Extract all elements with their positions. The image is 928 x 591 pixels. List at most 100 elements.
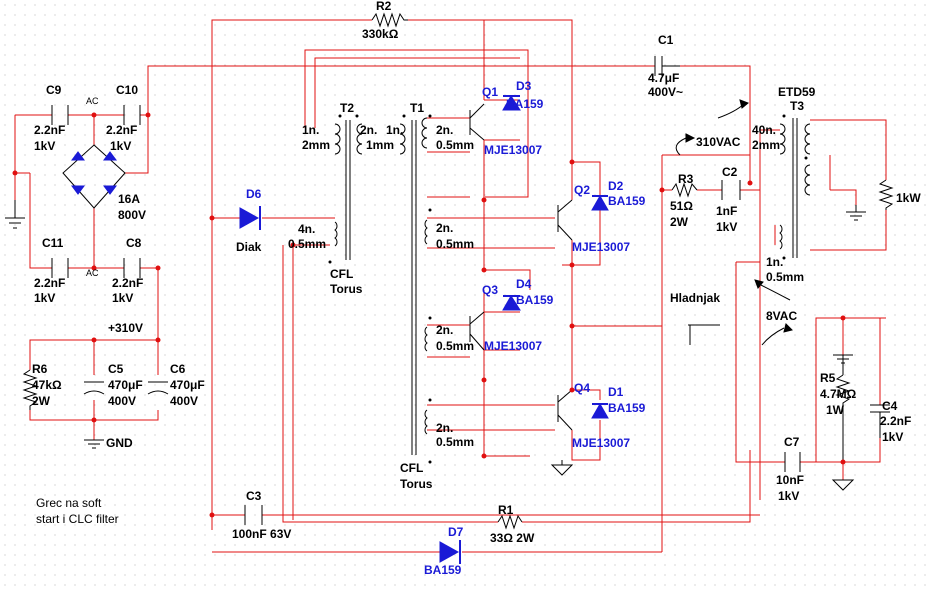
q2-label: Q2 <box>574 183 590 197</box>
q4-transistor <box>557 389 573 431</box>
t3-secondary-turns: 1n. <box>766 255 783 269</box>
q1-winding-turns: 2n. <box>436 123 453 137</box>
t1-label: T1 <box>410 101 424 115</box>
c3-label: C3 <box>246 489 262 503</box>
d3-diode <box>502 95 521 111</box>
v8ac-label: 8VAC <box>766 309 797 323</box>
q4-label: Q4 <box>574 381 590 395</box>
d2-label: D2 <box>608 179 624 193</box>
d6-label: D6 <box>246 187 262 201</box>
c5-value-1: 470μF <box>108 378 143 392</box>
q4-winding-turns: 2n. <box>436 421 453 435</box>
d4-label: D4 <box>516 277 532 291</box>
winding-dots <box>328 114 808 464</box>
q2-winding-wire: 0.5mm <box>436 237 474 251</box>
c1-label: C1 <box>658 33 674 47</box>
c8-label: C8 <box>126 236 142 250</box>
d7-diode <box>439 541 460 563</box>
c1-value-1: 4.7μF <box>648 71 679 85</box>
r2-label: R2 <box>376 0 392 13</box>
t3-secondary-wire: 0.5mm <box>766 270 804 284</box>
t1-primary-turns: 1n. <box>386 123 403 137</box>
t2-feedback-turns: 4n. <box>298 222 315 236</box>
ac-label-bottom: AC <box>86 268 99 278</box>
r6-resistor <box>22 369 38 410</box>
r6-value-2: 2W <box>32 394 51 408</box>
ac-label-top: AC <box>86 96 99 106</box>
r5-label: R5 <box>820 371 836 385</box>
c9-label: C9 <box>46 83 62 97</box>
q2-winding-turns: 2n. <box>436 221 453 235</box>
q1-winding-wire: 0.5mm <box>436 138 474 152</box>
q3-winding-wire: 0.5mm <box>436 339 474 353</box>
heatsink-label: Hladnjak <box>670 291 720 305</box>
c11-label: C11 <box>42 236 64 250</box>
t3-primary-turns: 40n. <box>752 123 776 137</box>
q2-part: MJE13007 <box>572 240 630 254</box>
components <box>5 12 894 564</box>
q3-label: Q3 <box>482 283 498 297</box>
c5-value-2: 400V <box>108 394 136 408</box>
d7-label: D7 <box>448 525 464 539</box>
c7-value-1: 10nF <box>776 473 804 487</box>
q4-part: MJE13007 <box>572 436 630 450</box>
bridge-value-2: 800V <box>118 208 146 222</box>
note-line-2: start i CLC filter <box>36 512 119 526</box>
q1-label: Q1 <box>482 85 498 99</box>
c1-value-2: 400V~ <box>648 85 683 99</box>
junction-dots <box>12 112 846 518</box>
note-line-1: Grec na soft <box>36 496 102 510</box>
c3-value: 100nF 63V <box>232 527 291 541</box>
r1-label: R1 <box>498 503 514 517</box>
d3-label: D3 <box>516 79 532 93</box>
q2-transistor <box>557 199 573 241</box>
v310ac-label: 310VAC <box>696 135 741 149</box>
load-label: 1kW <box>896 191 921 205</box>
c10-value-1: 2.2nF <box>106 123 137 137</box>
r1-resistor <box>497 514 523 530</box>
c6-value-2: 400V <box>170 394 198 408</box>
r3-value-1: 51Ω <box>670 199 693 213</box>
r6-value-1: 47kΩ <box>32 378 62 392</box>
r1-value: 33Ω 2W <box>490 531 535 545</box>
cfl2-line-1: CFL <box>400 461 423 475</box>
d4-part: BA159 <box>516 293 554 307</box>
bridge-value-1: 16A <box>118 192 140 206</box>
c11-value-1: 2.2nF <box>34 276 65 290</box>
t2-feedback-wire: 0.5mm <box>288 237 326 251</box>
cfl2-line-2: Torus <box>400 477 433 491</box>
c11-value-2: 1kV <box>34 291 55 305</box>
t2-primary-wire: 2mm <box>302 138 330 152</box>
d1-part: BA159 <box>608 401 646 415</box>
c10-label: C10 <box>116 83 138 97</box>
d1-label: D1 <box>608 385 624 399</box>
t2-secondary-wire: 1mm <box>366 138 394 152</box>
load-resistor <box>878 179 894 210</box>
c9-value-1: 2.2nF <box>34 123 65 137</box>
c6-value-1: 470μF <box>170 378 205 392</box>
q3-part: MJE13007 <box>484 339 542 353</box>
c9-value-2: 1kV <box>34 139 55 153</box>
diak-label: Diak <box>236 240 262 254</box>
r5-value-1: 4.7MΩ <box>820 387 857 401</box>
c4-value-2: 1kV <box>882 430 903 444</box>
c10-value-2: 1kV <box>110 139 131 153</box>
etd-label: ETD59 <box>778 85 816 99</box>
d4-diode <box>502 295 521 311</box>
cfl1-line-1: CFL <box>330 267 353 281</box>
c2-value-1: 1nF <box>716 204 737 218</box>
r3-label: R3 <box>678 172 694 186</box>
q3-transistor <box>469 311 485 351</box>
r3-resistor <box>671 182 698 198</box>
d6-diode <box>239 207 260 229</box>
q3-winding-turns: 2n. <box>436 323 453 337</box>
r2-resistor <box>371 12 408 28</box>
t2-primary-turns: 1n. <box>302 123 319 137</box>
t3-primary-wire: 2mm <box>752 138 780 152</box>
d2-diode <box>591 194 609 211</box>
c7-value-2: 1kV <box>778 489 799 503</box>
wires <box>14 19 887 553</box>
c4-label: C4 <box>882 399 898 413</box>
